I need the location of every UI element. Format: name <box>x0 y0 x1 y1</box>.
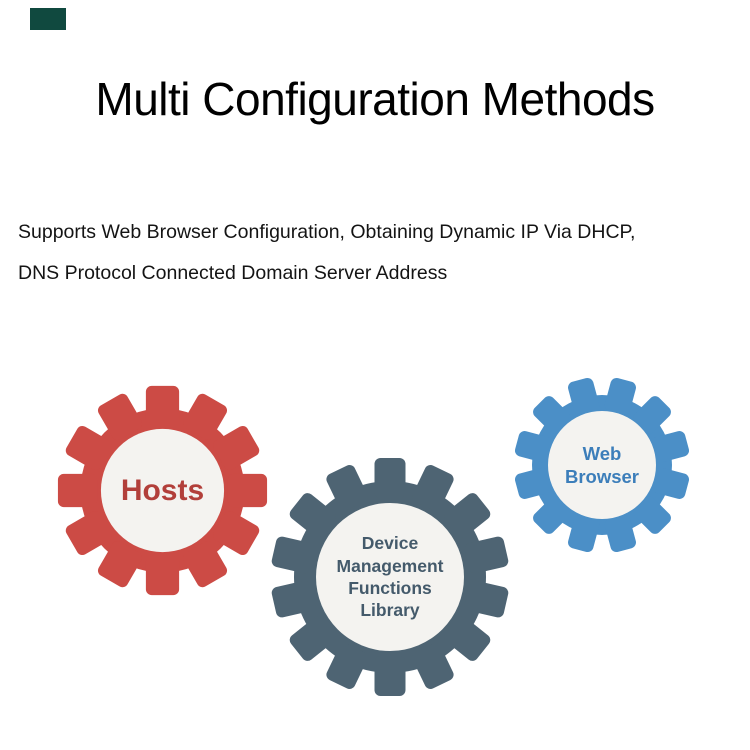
gear-inner-circle <box>100 428 225 553</box>
gear-inner-circle <box>548 411 656 519</box>
gear-label-web-browser: Web Browser <box>564 442 640 487</box>
gear-label-hosts: Hosts <box>120 473 205 507</box>
description: Supports Web Browser Configuration, Obta… <box>18 212 635 294</box>
description-line-1: Supports Web Browser Configuration, Obta… <box>18 221 636 243</box>
gear-hosts: Hosts <box>55 383 270 598</box>
gear-device-management: Device Management Functions Library <box>270 457 510 697</box>
gear-label-device-management: Device Management Functions Library <box>336 533 444 621</box>
brand-mark <box>30 8 66 30</box>
gear-icon <box>57 385 268 596</box>
gear-inner-circle <box>316 503 464 651</box>
page-title: Multi Configuration Methods <box>95 73 655 125</box>
description-line-2: DNS Protocol Connected Domain Server Add… <box>18 262 448 284</box>
gear-icon <box>271 458 509 696</box>
gear-web-browser: Web Browser <box>512 375 692 555</box>
gear-icon <box>514 377 690 553</box>
